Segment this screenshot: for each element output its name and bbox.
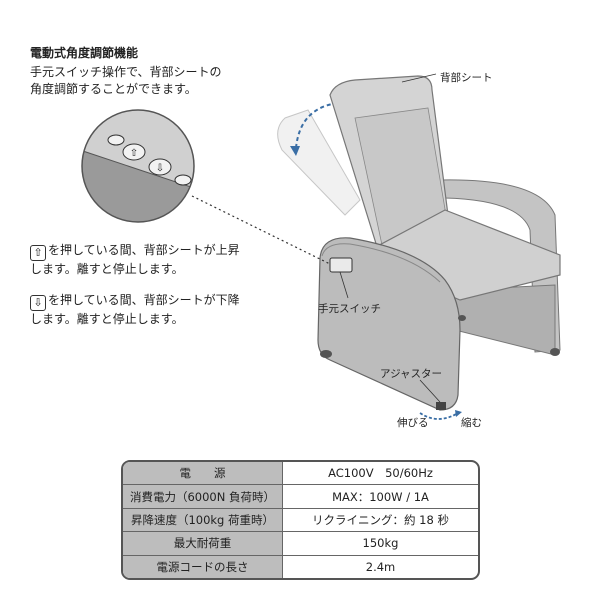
spec-label: 電 源 xyxy=(123,462,283,485)
extend-label: 伸びる xyxy=(397,417,429,429)
arrow-head-lower xyxy=(290,146,300,156)
down-arrow-key-icon: ⇩ xyxy=(30,295,46,311)
retract-label: 縮む xyxy=(461,417,482,429)
spec-value: 2.4m xyxy=(365,559,396,574)
instruction-down-line-1: を押している間、背部シートが下降 xyxy=(48,293,240,307)
feature-title: 電動式角度調節機能 xyxy=(30,46,139,60)
back-seat-label: 背部シート xyxy=(440,72,493,84)
spec-row-speed: 昇降速度（100kg 荷重時） リクライニング：約 18 秒 xyxy=(123,508,478,533)
instruction-up-line-2: します。離すと停止します。 xyxy=(30,262,184,276)
chair-foot-left xyxy=(320,350,332,358)
spec-label: 消費電力（6000N 負荷時） xyxy=(123,485,283,508)
adjuster-rotate-arrow xyxy=(419,412,459,420)
svg-text:⇧: ⇧ xyxy=(130,148,138,159)
spec-row-consumption: 消費電力（6000N 負荷時） MAX：100W / 1A xyxy=(123,485,478,509)
recline-direction-arrow xyxy=(295,102,339,149)
description-line-2: 角度調節することができます。 xyxy=(30,82,197,96)
spec-label: 最大耐荷重 xyxy=(123,532,283,555)
feature-description: 手元スイッチ操作で、背部シートの 角度調節することができます。 xyxy=(30,64,222,98)
spec-value: MAX：100W / 1A xyxy=(332,489,429,504)
spec-value: リクライニング：約 18 秒 xyxy=(312,512,449,527)
spec-label: 昇降速度（100kg 荷重時） xyxy=(123,508,283,532)
spec-row-cord-length: 電源コードの長さ 2.4m xyxy=(123,555,478,578)
spec-label: 電源コードの長さ xyxy=(123,555,283,578)
chair-foot-back xyxy=(458,315,466,321)
rotate-arrow-head xyxy=(455,410,462,417)
adjuster-graphic xyxy=(436,402,446,410)
up-arrow-key-icon: ⇧ xyxy=(30,245,46,261)
spec-row-power: 電 源 AC100V 50/60Hz xyxy=(123,462,478,486)
reclined-backrest-ghost xyxy=(277,109,361,216)
spec-value: 150kg xyxy=(362,536,399,551)
leader-hand-switch xyxy=(339,271,349,299)
adjuster-label: アジャスター xyxy=(380,368,443,380)
spec-table: 電 源 AC100V 50/60Hz 消費電力（6000N 負荷時） MAX：1… xyxy=(121,460,480,580)
spec-value: AC100V 50/60Hz xyxy=(328,466,433,481)
leader-back-seat xyxy=(401,73,437,83)
instruction-up: ⇧を押している間、背部シートが上昇 します。離すと停止します。 xyxy=(30,242,240,278)
svg-text:⇩: ⇩ xyxy=(156,163,164,174)
instruction-down-line-2: します。離すと停止します。 xyxy=(30,312,184,326)
hand-switch-label: 手元スイッチ xyxy=(318,303,381,315)
chair-foot-right xyxy=(550,348,560,356)
leader-adjuster xyxy=(419,379,441,403)
left-armrest xyxy=(317,237,461,411)
instruction-up-line-1: を押している間、背部シートが上昇 xyxy=(48,243,240,257)
switch-zoom-detail: ⇧ ⇩ xyxy=(81,109,195,223)
instruction-down: ⇩を押している間、背部シートが下降 します。離すと停止します。 xyxy=(30,292,240,328)
armrest-top xyxy=(321,243,441,283)
spec-row-max-load: 最大耐荷重 150kg xyxy=(123,532,478,556)
zoom-dotted-line xyxy=(191,195,331,265)
hand-switch-graphic xyxy=(329,257,353,273)
description-line-1: 手元スイッチ操作で、背部シートの xyxy=(30,65,222,79)
